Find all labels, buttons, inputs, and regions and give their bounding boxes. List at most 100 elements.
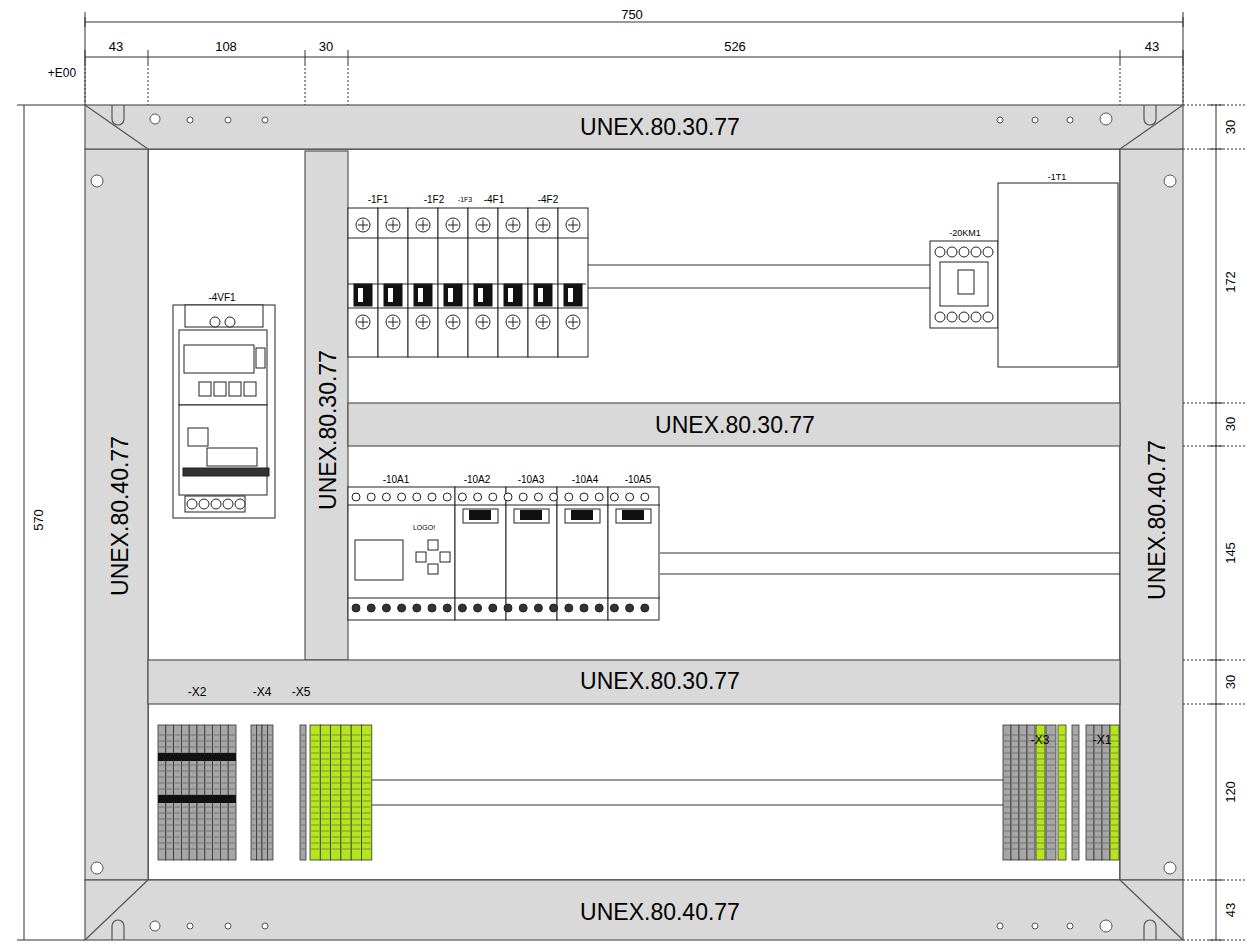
terminal-rib — [206, 771, 212, 772]
dimension: 526 — [724, 40, 746, 53]
breaker-line — [498, 238, 528, 239]
mounting-hole — [262, 923, 268, 929]
logic-terminal — [641, 493, 649, 501]
logic-terminal — [398, 604, 406, 612]
logic-button — [428, 540, 438, 550]
duct-corner-joint — [85, 105, 148, 149]
terminal-rib — [1087, 759, 1093, 760]
terminal-rib — [159, 777, 165, 778]
logic-terminal — [550, 493, 558, 501]
terminal-rib — [301, 843, 305, 844]
terminal-rib — [1047, 753, 1055, 754]
terminal-rib — [167, 771, 173, 772]
terminal-rib — [311, 789, 319, 790]
terminal-rib — [1073, 753, 1078, 754]
terminal-rib — [1004, 783, 1010, 784]
terminal — [181, 725, 189, 860]
terminal-rib — [301, 801, 305, 802]
logic-terminal — [595, 493, 603, 501]
terminal-rib — [301, 849, 305, 850]
terminal-rib — [1028, 771, 1034, 772]
dimension: 120 — [1224, 781, 1237, 803]
terminal-rib — [269, 819, 273, 820]
terminal-rib — [190, 789, 196, 790]
terminal-rib — [263, 843, 267, 844]
part-name: -1F3 — [458, 196, 472, 203]
terminal-rib — [198, 813, 204, 814]
terminal-rib — [1028, 831, 1034, 832]
terminal-rib — [1087, 771, 1093, 772]
converter-power-terminal — [185, 496, 245, 512]
part-name: -10A3 — [518, 475, 545, 485]
breaker-line — [528, 238, 558, 239]
terminal-rib — [269, 777, 273, 778]
terminal-rib — [1103, 777, 1109, 778]
terminal-rib — [1004, 741, 1010, 742]
expansion-latch-dark — [520, 510, 542, 520]
terminal-rib — [1095, 807, 1101, 808]
terminal-rib — [352, 765, 360, 766]
terminal-rib — [263, 849, 267, 850]
terminal-rib — [1028, 795, 1034, 796]
terminal-rib — [1047, 777, 1055, 778]
terminal-rib — [332, 783, 340, 784]
terminal-rib — [198, 735, 204, 736]
cable-duct: UNEX.80.30.77 — [348, 403, 1120, 446]
mounting-hole — [91, 175, 103, 187]
terminal-rib — [1111, 795, 1118, 796]
terminal-rib — [1028, 849, 1034, 850]
terminal-rib — [198, 771, 204, 772]
terminal-rib — [190, 819, 196, 820]
terminal-rib — [301, 795, 305, 796]
terminal-rib — [1073, 747, 1078, 748]
terminal-rib — [1012, 789, 1018, 790]
terminal-rib — [1095, 795, 1101, 796]
terminal-rib — [332, 759, 340, 760]
dimension-tick — [1209, 940, 1223, 941]
terminal-rib — [1059, 741, 1065, 742]
terminal-rib — [198, 783, 204, 784]
terminal-rib — [1059, 837, 1065, 838]
screw-slot — [418, 220, 428, 230]
terminal-rib — [1020, 795, 1026, 796]
extension-line — [1183, 12, 1184, 105]
terminal-rib — [269, 741, 273, 742]
terminal-rib — [198, 807, 204, 808]
terminal — [1011, 725, 1019, 860]
terminal-rib — [182, 783, 188, 784]
breaker-screw — [356, 218, 370, 232]
terminal-rib — [321, 765, 329, 766]
contactor-screw — [947, 312, 957, 322]
terminal-rib — [1028, 819, 1034, 820]
din-rail — [660, 553, 1120, 554]
mounting-hole — [187, 923, 193, 929]
dimension: 30 — [1224, 120, 1237, 134]
contactor-body — [930, 241, 998, 328]
terminal-rib — [1037, 837, 1044, 838]
terminal-rib — [167, 747, 173, 748]
terminal-rib — [332, 813, 340, 814]
terminal-rib — [206, 741, 212, 742]
duct-type: UNEX.80.30.77 — [317, 350, 340, 510]
terminal-rib — [190, 849, 196, 850]
terminal-rib — [229, 789, 235, 790]
contactor-screw — [947, 247, 957, 257]
terminal-rib — [167, 849, 173, 850]
earth-terminal — [341, 725, 351, 860]
breaker-line — [438, 308, 468, 309]
terminal-rib — [352, 789, 360, 790]
terminal-rib — [258, 801, 262, 802]
terminal-rib — [342, 771, 350, 772]
terminal-rib — [182, 741, 188, 742]
terminal-rib — [1111, 783, 1118, 784]
terminal-rib — [229, 849, 235, 850]
terminal-rib — [342, 801, 350, 802]
terminal-rib — [1004, 753, 1010, 754]
dimension: 43 — [1145, 40, 1159, 53]
terminal-rib — [1073, 819, 1078, 820]
terminal-rib — [342, 765, 350, 766]
terminal-rib — [301, 777, 305, 778]
breaker-line — [468, 308, 498, 309]
screw-slot — [388, 220, 398, 230]
extension-line — [1183, 880, 1246, 881]
